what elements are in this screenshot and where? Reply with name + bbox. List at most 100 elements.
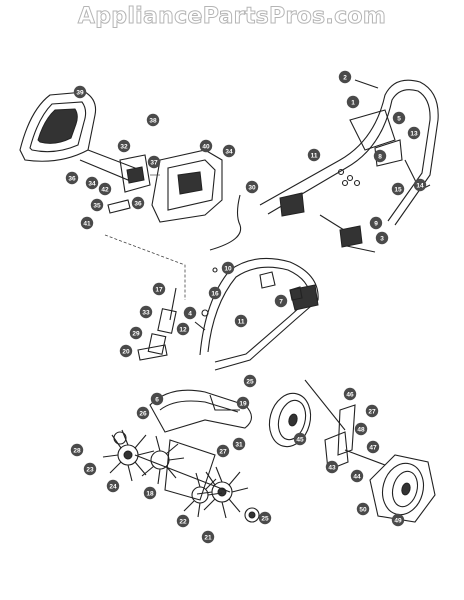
- callout-circle: [293, 432, 307, 446]
- callout-number: 46: [346, 391, 354, 398]
- callout-17: 17: [152, 282, 166, 296]
- callout-40: 40: [199, 139, 213, 153]
- throttle-cable: [209, 194, 242, 251]
- callout-circle: [129, 326, 143, 340]
- callout-circle: [234, 314, 248, 328]
- callout-circle: [143, 486, 157, 500]
- callout-circle: [373, 149, 387, 163]
- callout-number: 25: [261, 515, 269, 522]
- callout-48: 48: [354, 422, 368, 436]
- callout-number: 14: [416, 182, 424, 189]
- callout-number: 42: [101, 186, 109, 193]
- callout-number: 45: [296, 436, 304, 443]
- callout-41: 41: [80, 216, 94, 230]
- callout-30: 30: [245, 180, 259, 194]
- callout-number: 7: [279, 298, 283, 305]
- callout-number: 3: [380, 235, 384, 242]
- callout-31: 31: [232, 437, 246, 451]
- callout-46: 46: [343, 387, 357, 401]
- callout-circle: [176, 514, 190, 528]
- callout-number: 50: [359, 506, 367, 513]
- callout-circle: [106, 479, 120, 493]
- callout-49: 49: [391, 513, 405, 527]
- callout-number: 28: [73, 447, 81, 454]
- callout-circle: [365, 404, 379, 418]
- callout-number: 9: [374, 220, 378, 227]
- callout-number: 19: [239, 400, 247, 407]
- callout-circle: [346, 95, 360, 109]
- callout-43: 43: [325, 460, 339, 474]
- callout-7: 7: [274, 294, 288, 308]
- callout-circle: [325, 460, 339, 474]
- callout-12: 12: [176, 322, 190, 336]
- callout-circle: [258, 511, 272, 525]
- shaft-parts: [137, 287, 177, 361]
- callout-11: 11: [307, 148, 321, 162]
- callout-23: 23: [83, 462, 97, 476]
- callout-number: 27: [219, 448, 227, 455]
- tine-assemblies: [102, 429, 260, 523]
- callout-number: 4: [188, 310, 192, 317]
- callout-number: 41: [83, 220, 91, 227]
- callout-circle: [366, 440, 380, 454]
- callout-1: 1: [346, 95, 360, 109]
- callout-number: 16: [211, 290, 219, 297]
- callout-number: 48: [357, 426, 365, 433]
- callout-number: 40: [202, 143, 210, 150]
- callout-number: 13: [410, 130, 418, 137]
- callout-number: 31: [235, 441, 243, 448]
- callout-8: 8: [373, 149, 387, 163]
- callout-42: 42: [98, 182, 112, 196]
- callout-circle: [136, 406, 150, 420]
- callout-circle: [119, 344, 133, 358]
- callout-number: 44: [353, 473, 361, 480]
- callout-circle: [407, 126, 421, 140]
- callout-number: 26: [139, 410, 147, 417]
- callout-number: 18: [146, 490, 154, 497]
- callout-16: 16: [208, 286, 222, 300]
- callout-circle: [65, 171, 79, 185]
- callout-number: 11: [311, 152, 318, 159]
- callout-26: 26: [136, 406, 150, 420]
- callout-20: 20: [119, 344, 133, 358]
- callout-circle: [150, 392, 164, 406]
- callout-circle: [338, 70, 352, 84]
- callout-circle: [274, 294, 288, 308]
- callout-45: 45: [293, 432, 307, 446]
- callout-number: 29: [132, 330, 140, 337]
- callout-27: 27: [216, 444, 230, 458]
- callout-3: 3: [375, 231, 389, 245]
- callout-circle: [73, 85, 87, 99]
- callout-22: 22: [176, 514, 190, 528]
- callout-circle: [375, 231, 389, 245]
- callout-circle: [70, 443, 84, 457]
- callout-50: 50: [356, 502, 370, 516]
- callout-circle: [216, 444, 230, 458]
- callout-circle: [117, 139, 131, 153]
- wheel-bracket: [304, 379, 386, 471]
- callout-number: 23: [86, 466, 94, 473]
- callout-number: 1: [351, 99, 355, 106]
- callout-circle: [350, 469, 364, 483]
- callout-2: 2: [338, 70, 352, 84]
- callout-number: 38: [149, 117, 157, 124]
- callout-25: 25: [258, 511, 272, 525]
- callout-circle: [343, 387, 357, 401]
- callout-10: 10: [221, 261, 235, 275]
- callout-number: 39: [76, 89, 84, 96]
- callout-number: 22: [179, 518, 187, 525]
- callout-9: 9: [369, 216, 383, 230]
- callout-number: 25: [246, 378, 254, 385]
- callout-circle: [85, 176, 99, 190]
- callout-circle: [98, 182, 112, 196]
- callout-38: 38: [146, 113, 160, 127]
- callout-number: 36: [68, 175, 76, 182]
- callout-circle: [183, 306, 197, 320]
- callout-number: 8: [378, 153, 382, 160]
- callout-34: 34: [222, 144, 236, 158]
- watermark: AppliancePartsPros.com: [77, 4, 387, 30]
- callout-circle: [356, 502, 370, 516]
- callout-circle: [222, 144, 236, 158]
- callout-number: 11: [238, 318, 245, 325]
